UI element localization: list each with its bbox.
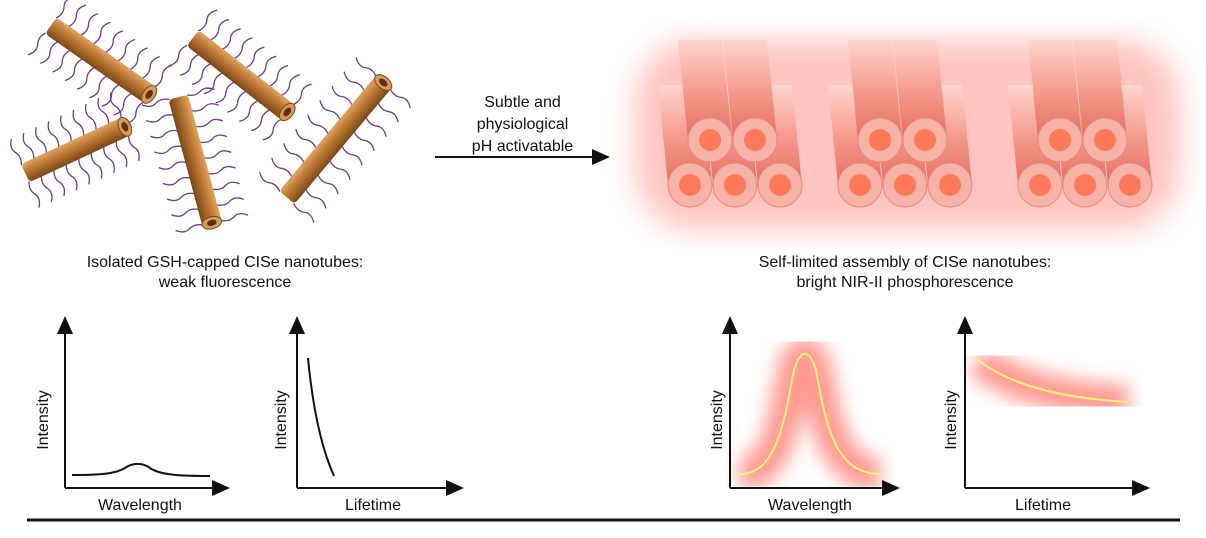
y-axis-label: Intensity (943, 390, 960, 450)
spectrum-curve (739, 352, 881, 475)
spectrum-curve (307, 357, 335, 477)
nanotube (168, 9, 312, 141)
right-caption-line: Self-limited assembly of CISe nanotubes: (758, 254, 1052, 271)
glow-halo (738, 336, 882, 491)
arrow-label-line: Subtle and (484, 94, 561, 111)
nanotube-bundle (828, 40, 973, 208)
nanotube (27, 0, 173, 125)
nanotube (10, 92, 140, 208)
left-caption: Isolated GSH-capped CISe nanotubes: weak… (30, 253, 420, 293)
isolated-nanotubes-illustration (10, 0, 411, 233)
y-axis-label: Intensity (35, 390, 52, 450)
x-axis-label: Wavelength (768, 497, 852, 514)
nanotube-bundle (1008, 40, 1153, 208)
nanotube (259, 57, 411, 223)
nanotube (141, 87, 249, 233)
right-caption: Self-limited assembly of CISe nanotubes:… (700, 253, 1110, 293)
y-axis-label: Intensity (709, 390, 726, 450)
y-axis-label: Intensity (273, 390, 290, 450)
assembled-nanotubes-illustration (635, 40, 1180, 230)
arrow-label-line: pH activatable (471, 138, 574, 155)
x-axis-label: Lifetime (1015, 497, 1071, 514)
x-axis-label: Wavelength (98, 497, 182, 514)
right-caption-line: bright NIR-II phosphorescence (796, 274, 1014, 291)
left-caption-line: Isolated GSH-capped CISe nanotubes: (86, 254, 364, 271)
x-axis-label: Lifetime (345, 497, 401, 514)
spectrum-curve (977, 359, 1129, 403)
arrow-label-line: physiological (476, 116, 569, 133)
glow-halo (967, 346, 1130, 419)
nanotube-bundle (658, 40, 803, 208)
arrow-label: Subtle and physiological pH activatable (440, 92, 605, 158)
spectrum-curve (71, 462, 211, 477)
left-caption-line: weak fluorescence (158, 274, 292, 291)
